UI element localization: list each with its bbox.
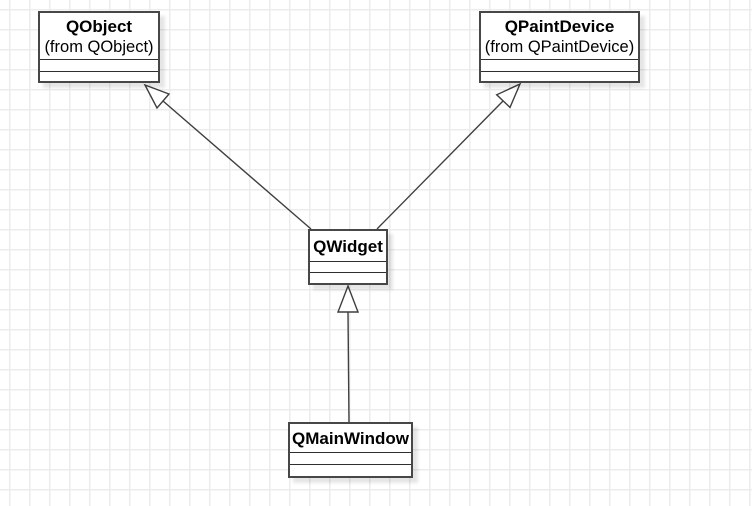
edge-line[interactable]	[347, 311, 350, 423]
class-box-qwidget[interactable]: QWidget	[308, 229, 388, 285]
class-name: QWidget	[313, 236, 383, 256]
attributes-compartment	[290, 452, 411, 464]
generalization-arrowhead-icon	[143, 83, 171, 110]
class-name: QPaintDevice	[504, 16, 615, 36]
class-name: QMainWindow	[292, 428, 409, 448]
edge-line[interactable]	[376, 100, 504, 230]
class-title-compartment: QWidget	[310, 231, 386, 261]
class-box-qobject[interactable]: QObject (from QObject)	[38, 11, 160, 83]
class-box-qmainwindow[interactable]: QMainWindow	[288, 422, 413, 478]
generalization-qwidget-qobject[interactable]	[143, 83, 312, 230]
class-package-label: (from QPaintDevice)	[484, 37, 635, 56]
attributes-compartment	[481, 59, 638, 71]
generalization-arrowhead-icon	[336, 284, 360, 313]
attributes-compartment	[310, 261, 386, 272]
class-name: QObject	[65, 16, 133, 36]
class-title-compartment: QObject (from QObject)	[40, 13, 158, 59]
operations-compartment	[481, 71, 638, 81]
operations-compartment	[290, 464, 411, 476]
generalization-qwidget-qpaintdevice[interactable]	[376, 82, 522, 230]
edge-line[interactable]	[162, 100, 312, 230]
attributes-compartment	[40, 59, 158, 71]
operations-compartment	[310, 272, 386, 283]
generalization-qmainwindow-qwidget[interactable]	[336, 284, 360, 423]
class-title-compartment: QPaintDevice (from QPaintDevice)	[481, 13, 638, 59]
class-package-label: (from QObject)	[44, 37, 154, 56]
class-box-qpaintdevice[interactable]: QPaintDevice (from QPaintDevice)	[479, 11, 640, 83]
operations-compartment	[40, 71, 158, 81]
generalization-arrowhead-icon	[495, 82, 522, 109]
class-title-compartment: QMainWindow	[290, 424, 411, 452]
